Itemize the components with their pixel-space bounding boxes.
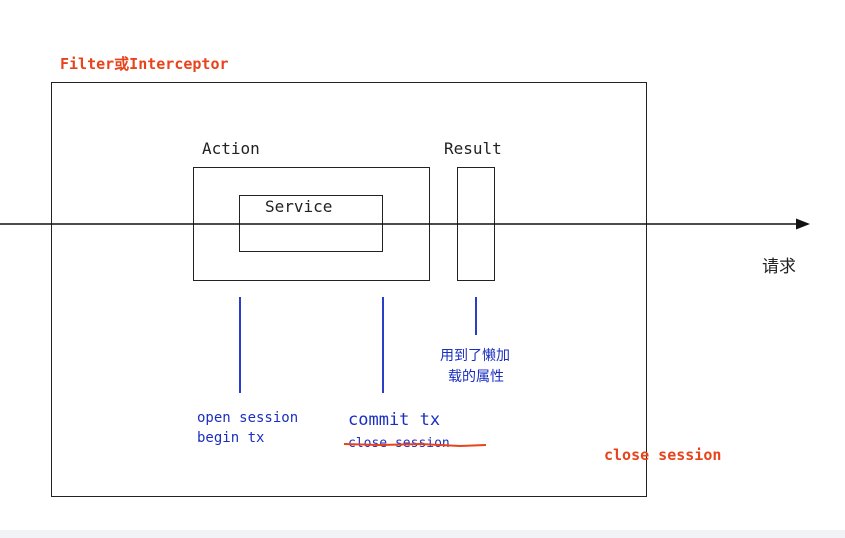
filter-interceptor-label: Filter或Interceptor <box>60 55 229 73</box>
service-label: Service <box>265 197 333 216</box>
lazy-load-text-line1: 用到了懒加 <box>440 348 510 364</box>
request-arrow <box>0 218 810 230</box>
open-session-text: open session <box>197 410 299 426</box>
filter-interceptor-box <box>51 82 647 497</box>
lazy-load-marker <box>475 297 477 335</box>
lazy-load-text-line2: 载的属性 <box>448 369 504 385</box>
commit-tx-text: commit tx <box>348 410 441 430</box>
begin-tx-text: begin tx <box>197 430 265 446</box>
result-label: Result <box>444 139 502 158</box>
close-session-struck-text: close session <box>348 436 450 451</box>
action-label: Action <box>202 139 260 158</box>
commit-tx-marker <box>382 297 384 393</box>
open-session-marker <box>239 297 241 393</box>
request-label: 请求 <box>762 257 796 277</box>
bottom-band <box>0 530 845 538</box>
strikethrough-line <box>343 442 487 448</box>
close-session-label: close session <box>604 446 722 464</box>
